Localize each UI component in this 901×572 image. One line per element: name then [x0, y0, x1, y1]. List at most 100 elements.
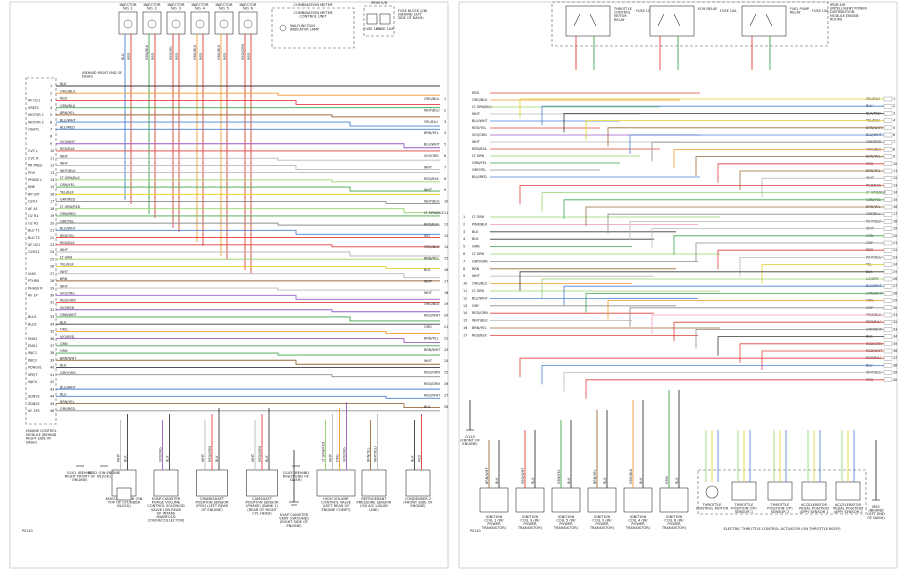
ecm-left2-pin-number: 7	[463, 259, 465, 263]
ecm-wire-label: YEL/BLK	[60, 190, 74, 194]
relay-box	[649, 5, 695, 37]
fuse-icon	[379, 13, 391, 25]
component-box	[316, 469, 356, 497]
throttle-motor-icon	[705, 485, 719, 499]
ecm-wire-label: BLK	[60, 320, 67, 324]
ecm-pin-number: 22	[50, 236, 54, 240]
ecm-pin-number: 5	[50, 113, 52, 117]
coil-wire-label: BLK	[531, 477, 535, 484]
ecm-pin	[883, 377, 893, 382]
ecm-pin	[883, 320, 893, 325]
fuse-block-top-label: IPDM E/R	[371, 1, 388, 5]
ecm-pin-number: 17	[50, 200, 54, 204]
ecm-right-wire	[651, 141, 884, 162]
right-wire-label: WHT/BLK	[424, 200, 440, 204]
ecm-pin	[883, 233, 893, 239]
ecm-pin	[883, 226, 893, 231]
ecm-left2-pin-number: 5	[463, 245, 465, 249]
ecm-wire-label: ORG	[60, 328, 68, 332]
ecm-left2-wire-label: BRN	[472, 267, 480, 271]
ecm-left2-pin-number: 1	[463, 215, 465, 219]
ecm-left2-pin-number: 10	[463, 282, 467, 286]
ecm-pin-name: AF H21	[28, 243, 40, 247]
right-wire-number: 1	[444, 97, 446, 101]
ecm-right-wire	[761, 350, 884, 370]
ecm-pin	[883, 334, 893, 339]
component-box	[361, 469, 387, 497]
ecm-wire	[56, 222, 440, 226]
fuse-block-box	[363, 5, 395, 37]
ecm-right-pin-number: 5	[893, 126, 895, 130]
right-wire-number: 28	[444, 405, 448, 409]
ecm-pin	[883, 348, 893, 354]
ecm-pin-name: OSHTL	[28, 128, 39, 132]
right-wire-label: BLK	[424, 268, 431, 272]
component-wire-label: WHT	[329, 453, 333, 462]
page-code: P0120	[22, 529, 33, 533]
ecm-right-pin-number: 39	[893, 371, 897, 375]
right-wire-number: 10	[444, 200, 448, 204]
ecm-wire-label: WHT	[60, 248, 69, 252]
ecm-wire-label: GRN/RED	[60, 212, 76, 216]
ecm-right-wire	[563, 285, 884, 306]
ecm-pin-name: ENG2	[28, 337, 37, 341]
ecm-wire-label: WHT/BLK	[60, 169, 76, 173]
ecm-left2-pin-number: 8	[463, 267, 465, 271]
component-wire-label: LT GRN/RED	[322, 441, 326, 462]
ecm-right-pin-number: 12	[893, 176, 897, 180]
ecm-right-pin-number: 32	[893, 320, 897, 324]
right-wire-label: BLU/WHT	[424, 143, 441, 147]
ecm-pin-name: AF 1P2	[28, 409, 40, 413]
ecm-pin-number: 43	[50, 387, 54, 391]
ecm-right-wire	[739, 170, 884, 190]
component-wire-label: ORG	[336, 454, 340, 462]
ecm-pin	[883, 356, 893, 361]
ecm-pin	[883, 204, 893, 210]
right-wire-number: 2	[444, 108, 446, 112]
throttle-sensor-box	[835, 481, 861, 501]
ecm-right-pin-number: 38	[893, 363, 897, 367]
injector-wire-label: RED	[151, 53, 155, 60]
ecm-right-pin-number: 17	[893, 212, 897, 216]
ecm-left2-wire-label: GRN	[472, 245, 480, 249]
ecm-pin-number: 36	[50, 337, 54, 341]
right-wire-label: ORG	[424, 325, 432, 329]
right-wire-number: 19	[444, 302, 448, 306]
ecm-right-pin-number: 26	[893, 277, 897, 281]
coil-wire-label: RED/WHT	[521, 467, 525, 484]
ecm-right-pin-number: 7	[893, 140, 895, 144]
ecm-wire	[56, 143, 440, 149]
ecm-right-pin-number: 2	[893, 104, 895, 108]
ecm-wire-label: GRY/RED	[60, 198, 75, 202]
ecm-pin-name: PHASE R	[28, 286, 43, 290]
right-wire-number: 27	[444, 393, 448, 397]
injector-wire-label: RED/GRN	[241, 44, 245, 60]
ecm-left-wire-label: RED/YEL	[472, 126, 486, 130]
ecm-right-pin-number: 30	[893, 306, 897, 310]
injector-box	[190, 11, 210, 35]
ecm-right-pin-number: 24	[893, 263, 897, 267]
ecm-wire	[56, 201, 440, 204]
ecm-wire	[56, 359, 440, 365]
ecm-wire-label: VIO/RED	[60, 335, 75, 339]
ecm-right-wire	[519, 184, 884, 205]
ecm-wire	[56, 208, 440, 214]
ecm-left2-wire-label: BLK	[472, 237, 479, 241]
ecm-right-wire	[695, 328, 884, 349]
ecm-wire-label: LT GRN/BLK	[60, 176, 80, 180]
ecm-wire	[56, 157, 440, 161]
ecm-wire-label: BLU/WHT	[60, 227, 77, 231]
ecm-wire	[56, 164, 440, 170]
ecm-pin-name: BLU T2	[28, 236, 40, 240]
ecm-wire-label: BLK	[60, 364, 67, 368]
right-wire-label: LT GRN/BLK	[424, 211, 444, 215]
injector-wire-label: RED	[127, 53, 131, 60]
ecm-pin-number: 45	[50, 402, 54, 406]
right-wire-number: 26	[444, 382, 448, 386]
injector-wire-label: RED	[247, 53, 251, 60]
